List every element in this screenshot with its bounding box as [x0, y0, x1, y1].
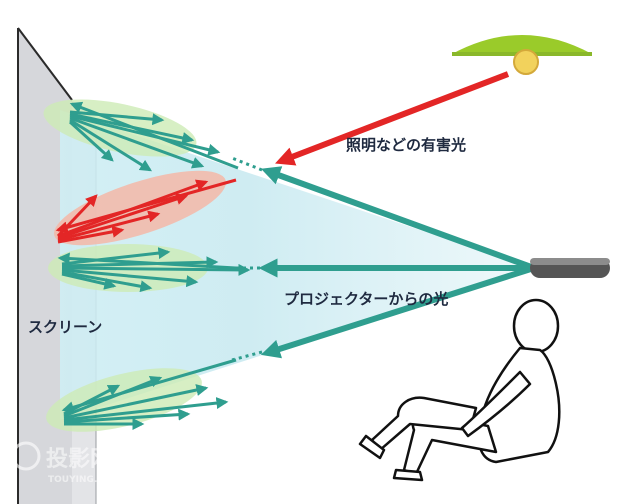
reflect-ray — [69, 110, 165, 126]
reflect-ray — [56, 194, 98, 238]
reflect-ray — [63, 397, 229, 422]
reflect-ray — [63, 384, 209, 420]
viewer-foot-far — [358, 434, 386, 460]
ceiling-lamp — [452, 35, 592, 75]
lamp-shade — [452, 35, 592, 54]
screen-side-face — [18, 28, 72, 504]
watermark-sub: TOUYING.COM — [48, 475, 121, 485]
dotted-segments — [231, 156, 263, 362]
viewer-head — [512, 298, 560, 354]
reflect-ray — [61, 268, 199, 288]
viewer-leg-far — [370, 396, 478, 452]
projector — [530, 258, 610, 278]
harmful-light-label: 照明などの有害光 — [346, 136, 466, 154]
reflect-ray — [57, 210, 161, 242]
watermark-logo-icon — [11, 441, 41, 471]
watermark-text: 投影网 — [46, 447, 112, 472]
reflect-ray — [69, 116, 205, 169]
viewer-figure — [358, 298, 561, 482]
dotted-bottom — [231, 350, 263, 362]
viewer-torso — [477, 346, 561, 464]
reflect-ray — [63, 375, 163, 418]
reflect-ray — [63, 408, 191, 424]
reflect-ray — [61, 263, 251, 276]
dotted-top — [231, 156, 263, 172]
reflect-ray — [57, 225, 125, 244]
reflection-fan-red — [55, 178, 237, 244]
reflect-ray — [57, 179, 209, 238]
reflect-ray — [61, 247, 171, 266]
screen-label: スクリーン — [28, 318, 102, 336]
viewer-arm — [460, 370, 532, 438]
reflect-ray — [63, 384, 121, 416]
glow-bottom — [46, 368, 202, 432]
reflect-ray — [61, 272, 117, 290]
projector-arrow-top — [260, 166, 536, 271]
harmful-light-arrow — [275, 71, 510, 166]
lamp-bulb — [513, 49, 539, 75]
reflect-ray — [69, 114, 221, 156]
reflect-ray — [61, 256, 219, 269]
projector-main-arrows — [258, 166, 536, 359]
reflect-ray — [68, 120, 114, 162]
projector-light-label: プロジェクターからの光 — [284, 290, 448, 308]
watermark: 投影网 TOUYING.COM — [11, 441, 121, 485]
screen-top-edge — [17, 27, 73, 101]
reflection-fan-top — [68, 101, 239, 172]
projector-arrow-bottom — [260, 265, 535, 359]
reflection-fan-middle — [57, 247, 251, 293]
reflect-ray — [69, 112, 195, 144]
projector-highlight — [530, 258, 610, 265]
viewer-foot-near — [392, 468, 424, 482]
reflect-ray — [69, 118, 153, 172]
reflection-fan-bottom — [61, 358, 237, 430]
reflect-ray — [57, 193, 189, 240]
